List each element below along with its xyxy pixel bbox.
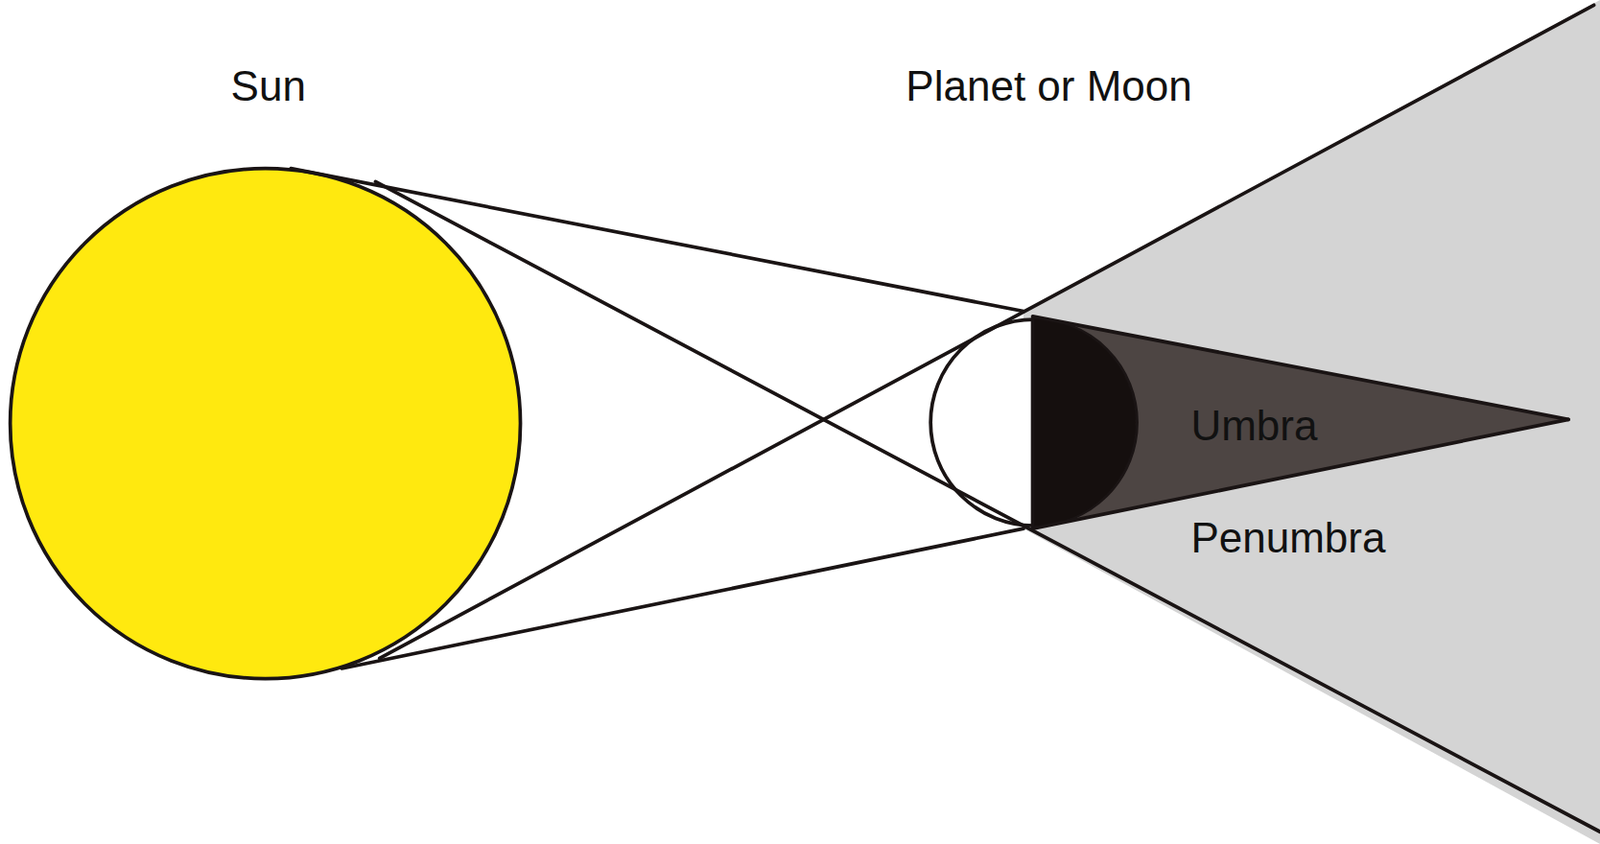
terminator-line — [1031, 318, 1036, 527]
sun-label: Sun — [231, 63, 306, 110]
inner-ray — [375, 181, 1600, 832]
inner-ray — [379, 4, 1595, 659]
penumbra-label: Penumbra — [1190, 515, 1386, 562]
outer-ray — [341, 528, 1024, 669]
umbra-region — [1033, 316, 1569, 529]
body-label: Planet or Moon — [905, 63, 1192, 110]
penumbra-region — [1023, 0, 1600, 844]
outer-ray — [290, 168, 1024, 312]
planet-night-side — [1033, 319, 1136, 526]
umbra-label: Umbra — [1190, 402, 1318, 449]
sun-disc — [10, 168, 521, 680]
